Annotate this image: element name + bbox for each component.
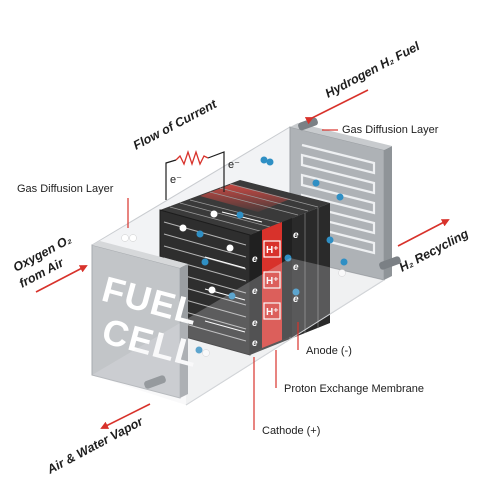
electron-labels: e e e e e e e [252,230,299,349]
h2-recycling-label: H₂ Recycling [397,226,471,274]
proton-box-1 [263,240,281,258]
air-water-vapor-label: Air & Water Vapor [44,414,146,477]
proton-labels: H⁺ H⁺ H⁺ [263,240,281,320]
resistor-zigzag [175,149,209,167]
enclosure-front [92,258,385,406]
electron-label-4: e [252,338,258,349]
hydrogen-fuel-label: Hydrogen H₂ Fuel [323,39,423,101]
electron-label-5: e [293,230,299,241]
wire-electron-right: e⁻ [228,159,240,171]
cathode-label: Cathode (+) [262,425,320,437]
anode-label: Anode (-) [306,345,352,357]
hydrogen-fuel-arrow [304,89,369,125]
bottom-leaders [253,322,299,430]
proton-exchange-membrane-label: Proton Exchange Membrane [284,383,424,395]
wire-electron-left: e⁻ [170,174,182,186]
proton-box-3 [263,302,281,320]
flow-of-current-label: Flow of Current [131,97,220,153]
electron-label-3: e [252,318,258,329]
left-end-plate: FUEL CELL [91,241,203,399]
gas-diffusion-layer-right-label: Gas Diffusion Layer [342,124,439,136]
h2-recycling-arrow [397,219,450,247]
proton-label-2: H⁺ [266,276,279,287]
electron-label-1: e [252,254,258,265]
electron-label-2: e [252,286,258,297]
oxygen-arrow [35,265,88,293]
gas-diffusion-layer-left-label: Gas Diffusion Layer [17,183,114,195]
current-circuit [165,149,225,200]
air-water-vapor-arrow [100,403,151,429]
proton-label-1: H⁺ [266,245,279,256]
molecules [121,156,348,357]
proton-box-2 [263,271,281,289]
membrane-band [262,222,282,348]
electron-label-7: e [293,294,299,305]
electron-label-6: e [293,262,299,273]
proton-label-3: H⁺ [266,307,279,318]
